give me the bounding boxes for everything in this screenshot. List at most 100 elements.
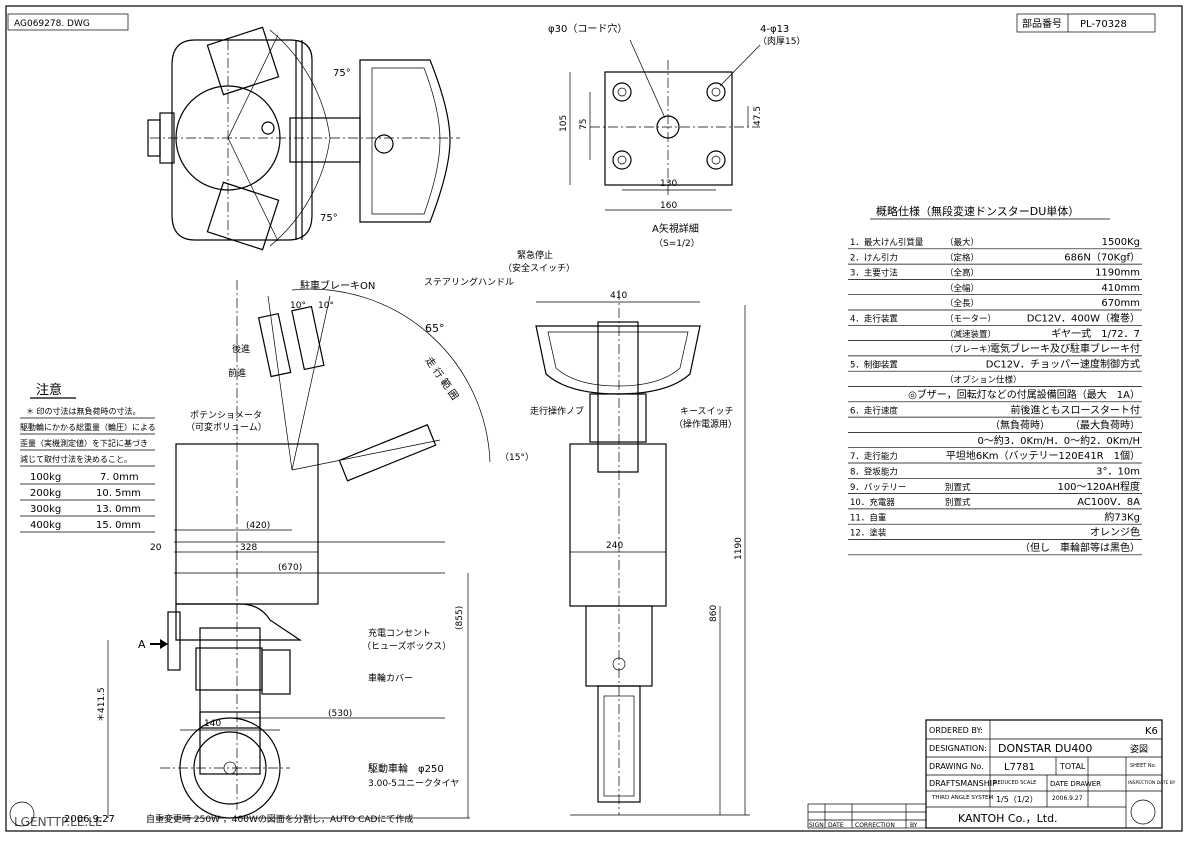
- part-no-box: [1016, 13, 1156, 33]
- title-block: ORDERED BY: K6 DESIGNATION: DONSTAR DU40…: [925, 719, 1176, 829]
- title-date: 2006.9.27: [1052, 795, 1083, 802]
- spec-item: 10．充電器: [850, 497, 895, 508]
- spec-cond: （オプション仕様）: [945, 375, 1022, 386]
- side-handle-right: [291, 305, 325, 371]
- revision-block: SIGN DATE CORRECTION BY: [807, 803, 927, 829]
- caution-line-3: 歪量（実機測定値）を下記に基づき: [20, 438, 148, 448]
- spec-value: （但し 車輪部等は黒色）: [1020, 541, 1140, 554]
- key-label-2: （操作電源用）: [674, 418, 737, 430]
- spec-cond: （定格）: [945, 252, 979, 263]
- scale: 1/5（1/2）: [996, 795, 1038, 804]
- spec-value: 1500Kg: [1102, 237, 1140, 248]
- front-title: A矢視詳細: [652, 222, 699, 235]
- spec-item: 6．走行速度: [850, 405, 898, 416]
- pot-label-2: （可変ボリューム）: [186, 421, 267, 433]
- spec-table: 概略仕様（無段変速ドンスターDU単体） 1．最大けん引質量 （最大） 1500Kg 2…: [848, 204, 1142, 556]
- estop-label-2: （安全スイッチ）: [503, 262, 575, 274]
- drawing-no: L7781: [1004, 762, 1035, 773]
- key-label-1: キースイッチ: [680, 406, 734, 417]
- dim-160: 160: [660, 201, 677, 211]
- designation: DONSTAR DU400: [998, 742, 1092, 755]
- dim-105: 105: [559, 115, 569, 132]
- spec-value: 3°．10m: [1096, 467, 1140, 478]
- bolt-note-1: 4-φ13: [760, 24, 789, 35]
- side-handle-lowered: [338, 424, 437, 482]
- caution-value-2: 10. 5mm: [96, 488, 141, 499]
- spec-cond: （全幅）: [945, 283, 979, 294]
- spec-value: ギヤ一式 1/72．7: [1051, 327, 1140, 340]
- footer-stamp-circle: [9, 801, 35, 827]
- angle-10a: 10°: [290, 301, 306, 311]
- wheel-cover-label: 車輪カバー: [368, 672, 413, 684]
- spec-cond: （最大）: [945, 237, 979, 248]
- spec-item: 8．登坂能力: [850, 467, 898, 478]
- spec-item: 12．塗装: [850, 528, 887, 539]
- knob-label: 走行操作ノブ: [530, 405, 584, 417]
- reduced-label: REDUCED SCALE: [994, 780, 1036, 786]
- spec-cond: （モーター）: [945, 314, 996, 325]
- spec-title: 概略仕様（無段変速ドンスターDU単体）: [876, 204, 1079, 218]
- range-label: 走 行 範 囲: [423, 354, 462, 402]
- spec-value: 平坦地6Km（バッテリー120E41R 1個）: [946, 449, 1140, 462]
- spec-value: 686N（70Kgf）: [1064, 251, 1140, 263]
- sheet-border: [5, 5, 1183, 832]
- designation-kind: 姿図: [1130, 743, 1148, 755]
- date-drawer-label: DATE DRAWER: [1050, 780, 1101, 788]
- reverse-label: 後進: [232, 343, 250, 355]
- dim-410: 410: [610, 291, 627, 301]
- dim-130: 130: [660, 179, 677, 189]
- front-view: A矢視詳細 （S=1/2） 緊急停止 （安全スイッチ） ステアリングハンドル 走…: [424, 222, 750, 816]
- ordered-by-label: ORDERED BY:: [929, 726, 983, 735]
- dim-20: 20: [150, 543, 162, 553]
- spec-item: 9．バッテリー: [850, 483, 906, 493]
- caution-value-1: 7. 0mm: [100, 472, 139, 483]
- spec-value: ◎ブザー，回転灯などの付属設備回路（最大 1A）: [908, 388, 1140, 401]
- spec-value: （無負荷時） （最大負荷時）: [990, 419, 1140, 432]
- spec-item: 2．けん引力: [850, 252, 898, 263]
- dim-411-5: ＊411.5: [97, 687, 107, 722]
- company: KANTOH Co.，Ltd.: [958, 812, 1058, 825]
- dim-328: 328: [240, 543, 257, 553]
- side-handle-left: [257, 312, 292, 378]
- rev-by: BY: [910, 822, 918, 829]
- spec-cond: （ブレーキ）: [945, 344, 996, 355]
- spec-item: 7．走行能力: [850, 451, 898, 462]
- spec-value: 100～120AH程度: [1057, 480, 1140, 493]
- brake-label: 駐車ブレーキON: [300, 279, 375, 292]
- angle-10b: 10°: [318, 301, 334, 311]
- part-no: PL-70328: [1080, 19, 1127, 30]
- spec-value: 1190mm: [1095, 268, 1140, 279]
- dim-855: (855): [455, 606, 465, 630]
- dim-240: 240: [606, 541, 623, 551]
- dim-530: (530): [328, 709, 352, 719]
- caution-line-2: 駆動輪にかかる総重量（輪圧）による: [20, 422, 156, 432]
- spec-cond: 別置式: [945, 497, 971, 508]
- front-body: [569, 443, 667, 607]
- designation-label: DESIGNATION:: [929, 744, 987, 753]
- caution-line-1: ＊ 印の寸法は無負荷時の寸法。: [26, 406, 141, 416]
- spec-item: 4．走行装置: [850, 314, 898, 325]
- footer-note: 自重変更時 250W ，400Wの図面を分割し，AUTO CADにて作成: [146, 813, 413, 825]
- drive-wheel-label-1: 駆動車輪 φ250: [368, 762, 444, 775]
- spec-value: オレンジ色: [1090, 526, 1140, 539]
- file-name: AG069278. DWG: [14, 19, 90, 29]
- drawing-no-label: DRAWING No.: [929, 762, 984, 771]
- caution-load-4: 400kg: [30, 520, 61, 531]
- cord-hole-note: φ30（コード穴）: [548, 22, 627, 35]
- footer-date: 2006.9.27: [64, 814, 115, 825]
- spec-value: 電気ブレーキ及び駐車ブレーキ付: [990, 342, 1140, 355]
- caution-load-1: 100kg: [30, 472, 61, 483]
- front-scale: （S=1/2）: [654, 238, 700, 249]
- caution-load-3: 300kg: [30, 504, 61, 515]
- rev-correction: CORRECTION: [855, 822, 895, 829]
- dim-670: (670): [278, 563, 302, 573]
- inspection-label: INSPECTION DATE BY: [1128, 780, 1176, 786]
- caution-value-3: 13. 0mm: [96, 504, 141, 515]
- spec-value: DC12V．400W（複巻）: [1027, 312, 1140, 325]
- base-plate-outline: [604, 71, 733, 186]
- angle-15: （15°）: [500, 452, 534, 463]
- top-handle-frame: [359, 59, 451, 223]
- caution-note: 注意 ＊ 印の寸法は無負荷時の寸法。 駆動輪にかかる総重量（輪圧）による 歪量（…: [20, 382, 156, 533]
- spec-item: 1．最大けん引質量: [850, 237, 924, 248]
